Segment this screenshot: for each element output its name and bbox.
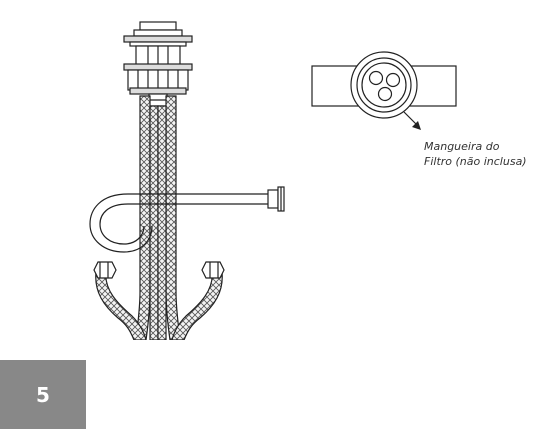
hose-nut-icon [93,261,225,279]
installation-diagram [89,21,457,340]
callout-line-1: Mangueira do [424,140,500,153]
callout-arrow [403,111,421,130]
valve-fitting-icon [123,21,193,107]
step-number-badge: 5 [0,360,86,429]
hose-cross-section-icon [311,51,457,119]
flexible-hose-icon [89,186,285,253]
braided-hose-icon [95,95,223,340]
filter-hose-callout: Mangueira do Filtro (não inclusa) [424,139,527,169]
callout-line-2: Filtro (não inclusa) [424,155,527,168]
